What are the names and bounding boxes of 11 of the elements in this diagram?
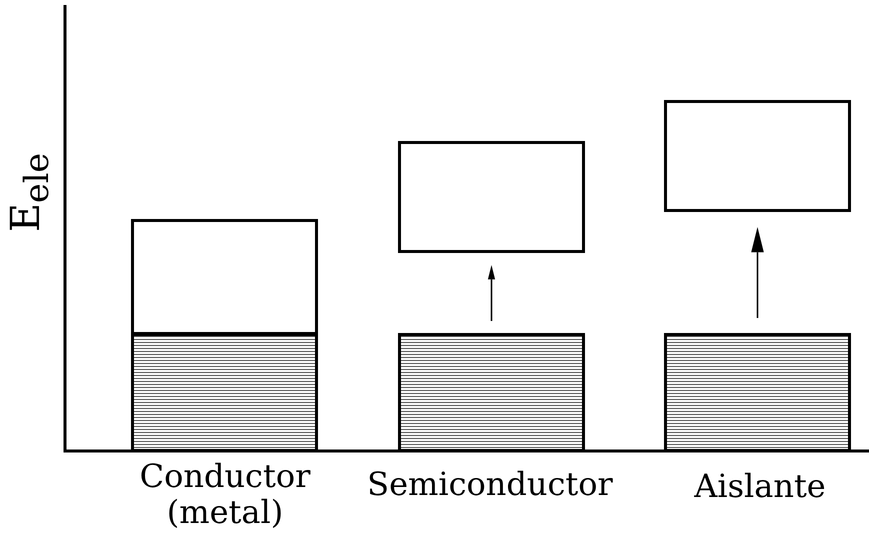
filled-energy-band <box>664 333 851 452</box>
category-label: Conductor (metal) <box>138 458 312 530</box>
arrow <box>488 265 496 321</box>
filled-energy-band <box>131 333 318 452</box>
category-label: Semiconductor <box>366 466 614 502</box>
energy-band <box>398 141 585 253</box>
category-label: Aislante <box>693 468 827 504</box>
energy-band <box>131 219 318 335</box>
arrow <box>751 227 764 318</box>
filled-energy-band <box>398 333 585 452</box>
energy-band <box>664 100 851 212</box>
